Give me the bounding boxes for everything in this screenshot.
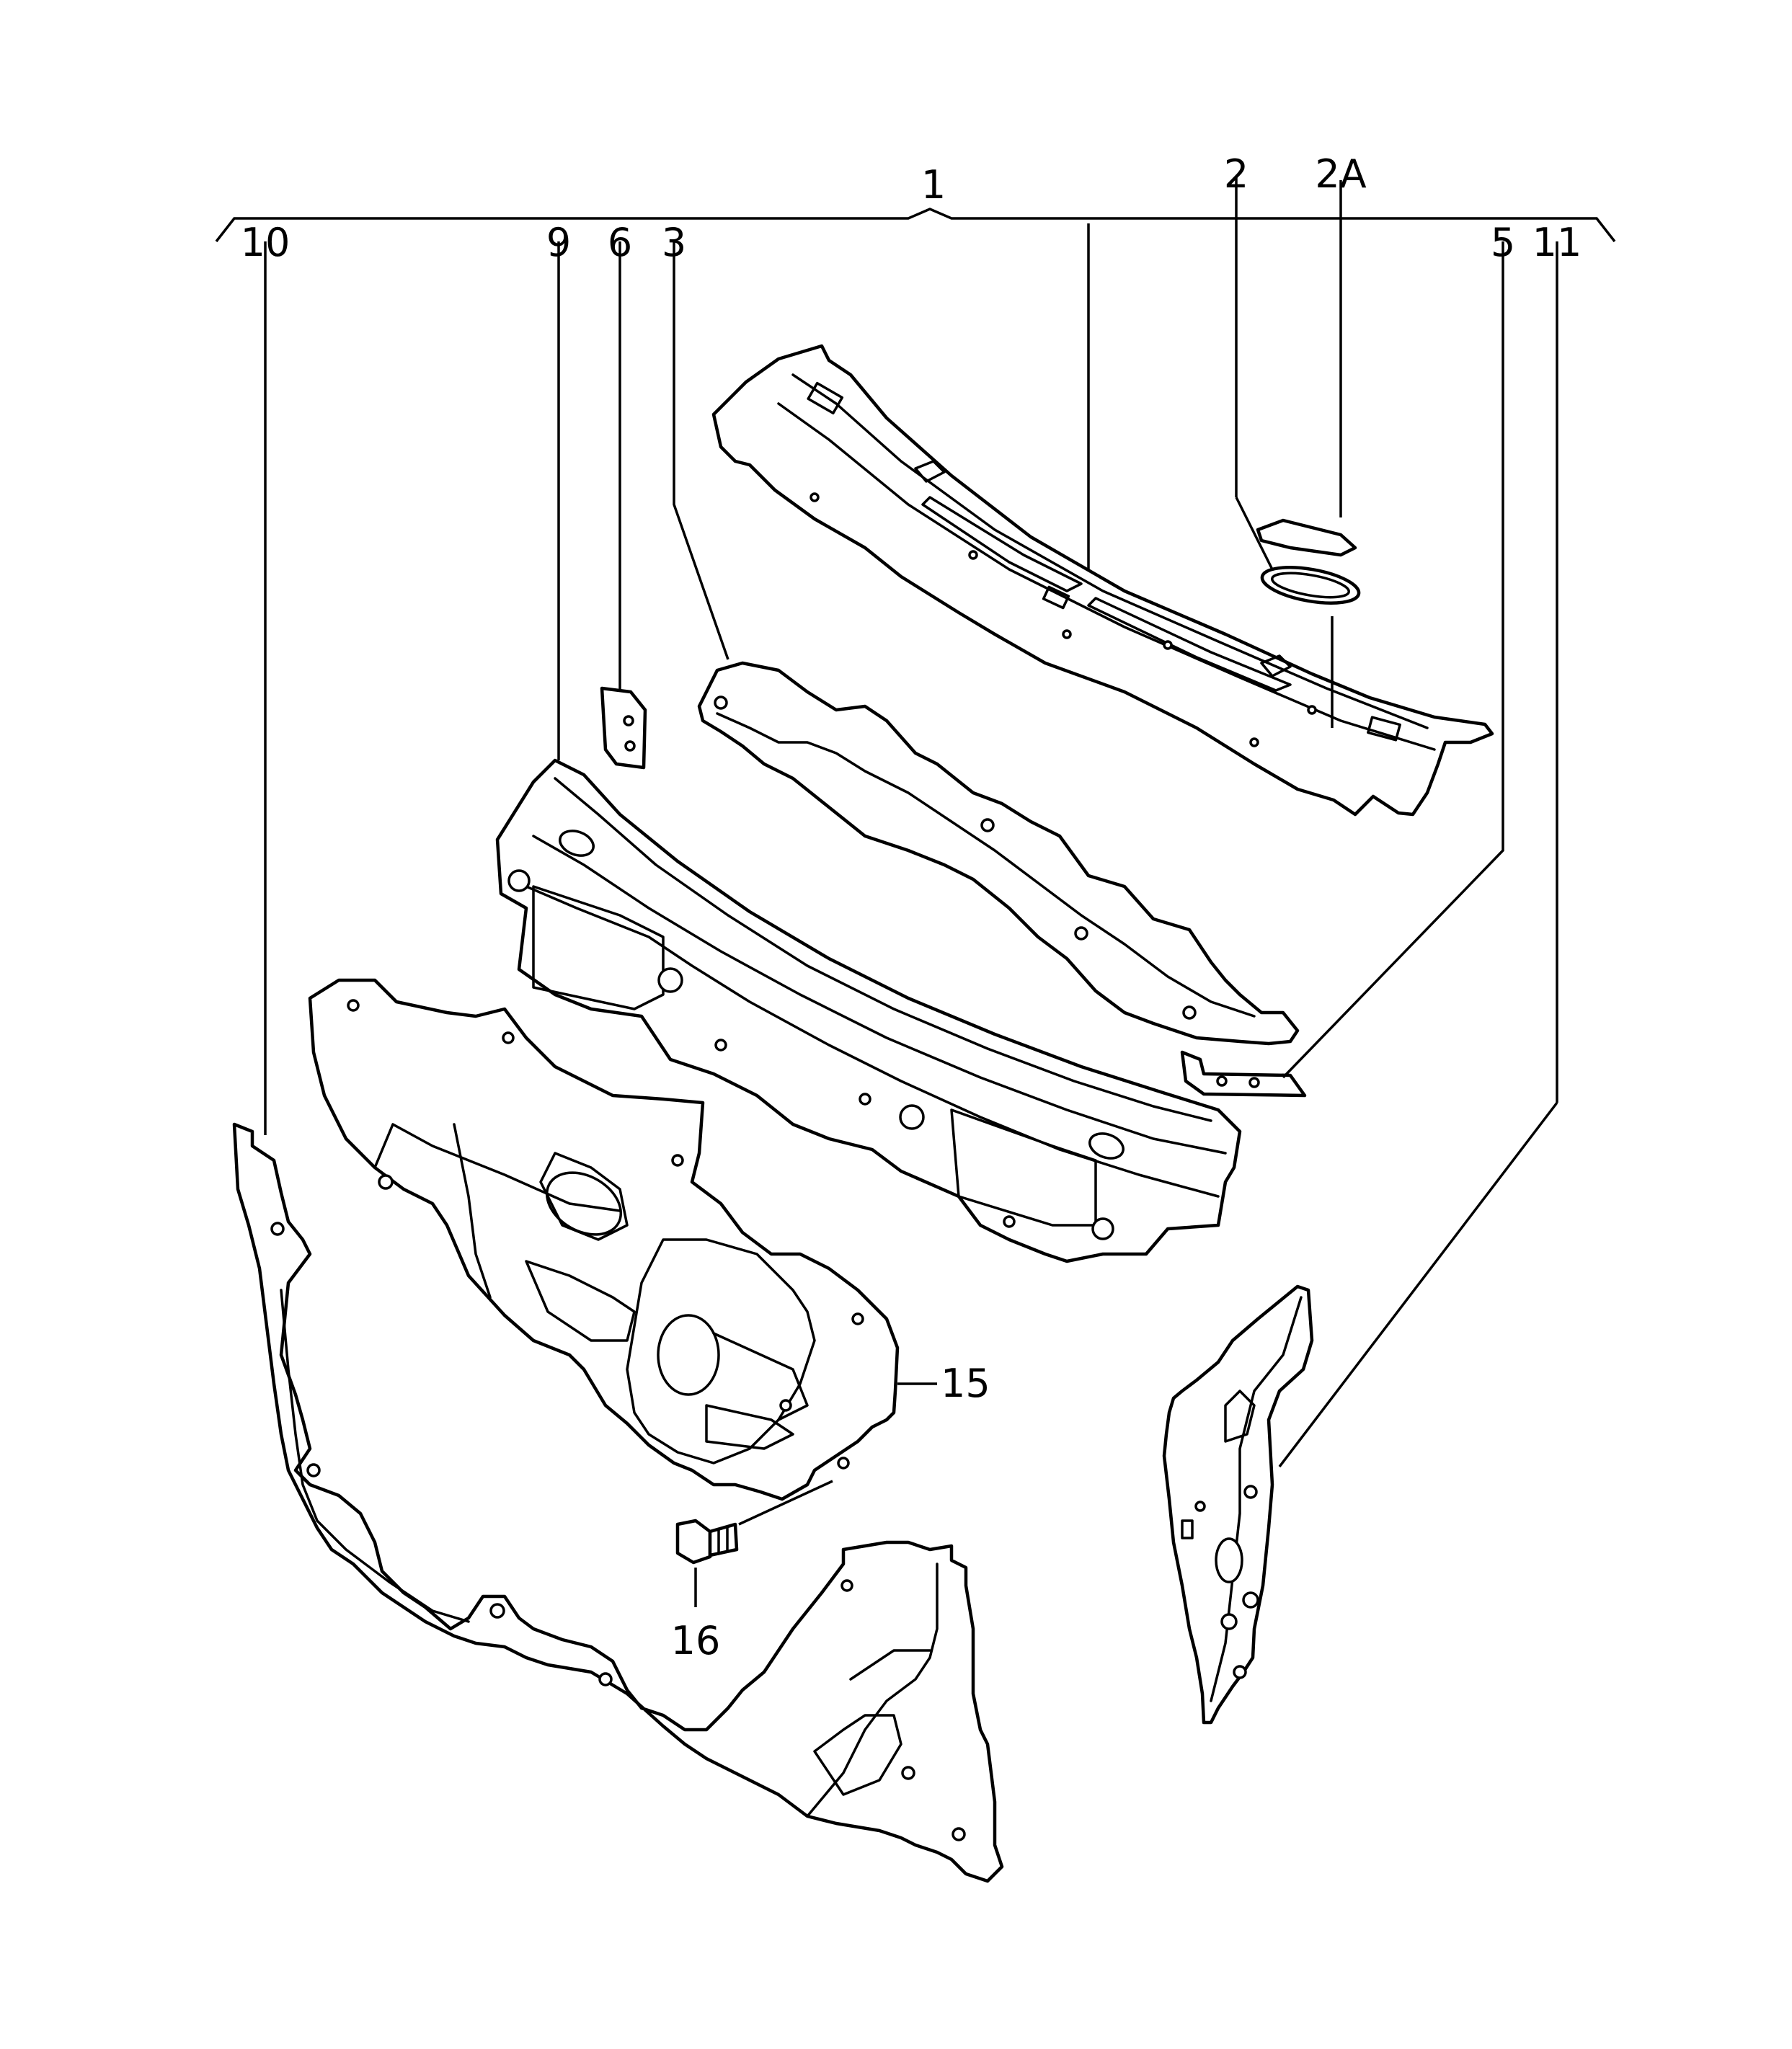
- part-15-insulation-mat: [308, 978, 937, 1501]
- parts-2-2a-grommet-and-cap: [1235, 177, 1361, 728]
- part-6-small-plate: [600, 241, 647, 770]
- callout-5: 5: [1491, 220, 1515, 265]
- part-16-bolt: [675, 1480, 833, 1607]
- callout-6: 6: [608, 220, 632, 265]
- callout-9: 9: [546, 220, 571, 265]
- part-3-cowl-reinforcement: [673, 241, 1300, 1046]
- callout-15: 15: [941, 1361, 990, 1406]
- part-9-plenum-chamber: [495, 241, 1242, 1263]
- part-1-upper-plenum-panel: [711, 344, 1494, 817]
- callout-2: 2: [1224, 151, 1248, 197]
- part-5-small-bracket: [1180, 241, 1504, 1098]
- part-11-side-member: [1162, 241, 1558, 1725]
- callout-16: 16: [671, 1618, 721, 1663]
- callout-2a: 2A: [1315, 151, 1366, 197]
- callout-3: 3: [662, 220, 686, 265]
- callout-10: 10: [241, 220, 290, 265]
- callout-1: 1: [921, 162, 946, 208]
- group-bracket-1: [215, 208, 1616, 620]
- callout-11: 11: [1532, 220, 1582, 265]
- part-10-bulkhead: [232, 241, 1004, 1883]
- callout-labels: 1 2 2A 3 5 6 9 10 11 15 16: [241, 151, 1582, 1663]
